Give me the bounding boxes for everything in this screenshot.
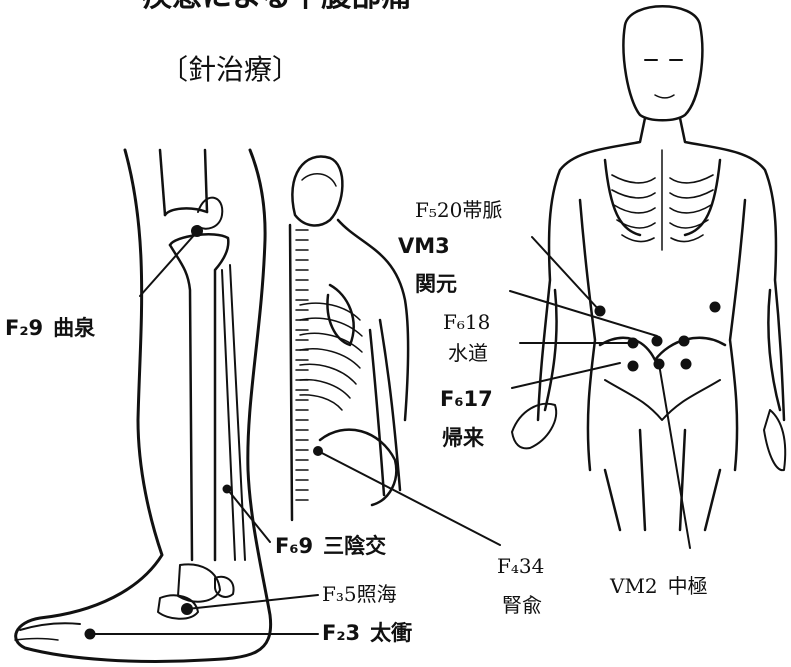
label-f6-17-code: F₆17 <box>440 389 493 410</box>
label-f2-3-code: F₂3 <box>322 621 360 645</box>
label-f3-5: F₃5照海 <box>322 584 397 604</box>
leader-f4-34 <box>318 451 500 545</box>
label-f2-3: F₂3 太衝 <box>322 623 412 644</box>
leader-f2-9 <box>140 233 196 296</box>
front-figure <box>512 6 785 530</box>
label-vm2: VM2 中極 <box>610 576 708 596</box>
label-f5-20-name: 帯脈 <box>462 198 502 222</box>
label-f3-5-name: 照海 <box>357 582 397 606</box>
label-vm2-code: VM2 <box>610 574 658 598</box>
label-f2-9-name: 曲泉 <box>53 316 95 340</box>
label-f6-9-code: F₆9 <box>275 534 313 558</box>
point-f2-9 <box>191 225 203 237</box>
leader-f6-17 <box>512 363 620 388</box>
point-vm3 <box>652 336 663 347</box>
label-f5-20-code: F₅20 <box>415 198 462 222</box>
leader-vm2 <box>659 364 690 548</box>
page-subtitle: 〔針治療〕 <box>160 56 300 84</box>
point-f6-18-right <box>679 336 690 347</box>
label-f6-17-name: 帰来 <box>442 428 484 449</box>
label-f4-34-code: F₄34 <box>497 556 544 576</box>
label-f6-9: F₆9 三陰交 <box>275 536 386 557</box>
label-f6-18-code: F₆18 <box>443 312 490 332</box>
leader-f3-5 <box>187 595 318 609</box>
leader-vm3 <box>510 291 657 336</box>
back-figure <box>290 157 408 520</box>
label-f3-5-code: F₃5 <box>322 582 357 606</box>
point-f3-5 <box>181 603 193 615</box>
point-f6-17-right <box>681 359 692 370</box>
label-f2-9-code: F₂9 <box>5 316 43 340</box>
label-vm3-name: 関元 <box>415 274 457 295</box>
point-f6-18-left <box>628 338 639 349</box>
label-f6-9-name: 三陰交 <box>323 534 386 558</box>
label-f2-3-name: 太衝 <box>370 621 412 645</box>
point-f2-3 <box>85 629 96 640</box>
point-f5-20-left <box>595 306 606 317</box>
leg-figure <box>15 150 271 662</box>
label-f5-20: F₅20帯脈 <box>415 200 502 220</box>
label-f4-34-name: 腎兪 <box>502 595 542 615</box>
point-f6-9 <box>223 485 232 494</box>
label-vm2-name: 中極 <box>668 574 708 598</box>
page-title: 疾患による下腹部痛 <box>142 0 411 12</box>
point-vm2 <box>654 359 665 370</box>
point-f4-34 <box>313 446 323 456</box>
point-f6-17-left <box>628 361 639 372</box>
point-f5-20-right <box>710 302 721 313</box>
label-f2-9: F₂9 曲泉 <box>5 318 95 339</box>
label-f6-18-name: 水道 <box>448 343 488 363</box>
label-vm3-code: VM3 <box>398 236 450 257</box>
